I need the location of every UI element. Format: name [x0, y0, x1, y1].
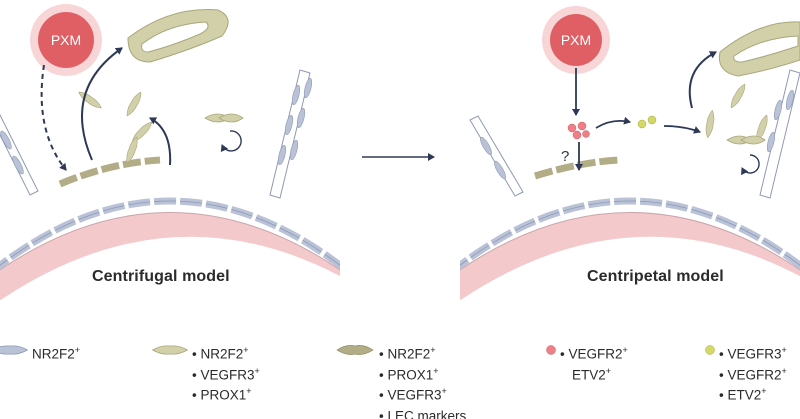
legend-line: • VEGFR2+: [560, 345, 628, 362]
legend-item-vegfr3-cell: • VEGFR3+ • VEGFR2+ • ETV2+: [719, 342, 787, 404]
red-dot-icon: [546, 345, 556, 355]
pxm-node-left: PXM: [38, 12, 94, 68]
right-panel-title: Centripetal model: [587, 268, 724, 285]
legend-line: • NR2F2+: [379, 345, 436, 362]
curved-arrow-right-up: [688, 51, 717, 109]
lymph-sac-left: [127, 9, 229, 63]
curved-arrow-left-right: [149, 117, 172, 166]
legend-item-vegfr2-cell: • VEGFR2+ ETV2+: [560, 342, 628, 383]
legend-line: • VEGFR3+: [379, 386, 447, 403]
dashed-arrow-left: [40, 64, 67, 171]
question-mark: ?: [561, 148, 570, 165]
pxm-label-right: PXM: [560, 32, 592, 48]
legend-line: • PROX1+: [192, 386, 252, 403]
dividing-cell-right: [726, 135, 766, 176]
legend-item-lec-cell: • NR2F2+ • PROX1+ • VEGFR3+ • LEC marker…: [379, 342, 466, 419]
right-panel-graphics: [460, 69, 800, 300]
yellow-to-sac-arrow: [663, 125, 701, 134]
vegfr2-cell-cluster: [567, 121, 590, 140]
legend-line: • VEGFR3+: [719, 345, 787, 362]
pxm-label-left: PXM: [50, 32, 82, 48]
legend-line: • NR2F2+: [192, 345, 249, 362]
left-panel-graphics: [0, 69, 340, 300]
legend-item-vein-cell: NR2F2+: [32, 342, 80, 363]
lec-cell-icon: [336, 345, 374, 355]
vein-cell-icon: [0, 345, 28, 355]
curved-arrow-left-up: [81, 47, 123, 161]
legend-line: • VEGFR2+: [719, 365, 787, 383]
legend-item-tan-cell: • NR2F2+ • VEGFR3+ • PROX1+: [192, 342, 260, 404]
cluster-right-arrow: [595, 116, 631, 129]
pxm-node-right: PXM: [550, 14, 602, 66]
cardinal-vein-right: [460, 212, 800, 300]
legend-line: • VEGFR3+: [192, 365, 260, 383]
dividing-cell-left: [204, 113, 244, 153]
legend-line: NR2F2+: [32, 345, 81, 362]
legend-line: ETV2+: [572, 365, 612, 383]
left-panel-title: Centrifugal model: [92, 268, 230, 285]
legend-line: • LEC markers: [379, 408, 467, 419]
vegfr3-cell-cluster: [637, 115, 657, 129]
yellow-dot-icon: [705, 345, 715, 355]
cardinal-vein-left: [0, 212, 340, 300]
legend-line: • ETV2+: [719, 386, 767, 403]
legend-line: • PROX1+: [379, 365, 439, 383]
tan-cell-icon: [152, 345, 188, 355]
lymph-sac-right: [718, 21, 800, 77]
